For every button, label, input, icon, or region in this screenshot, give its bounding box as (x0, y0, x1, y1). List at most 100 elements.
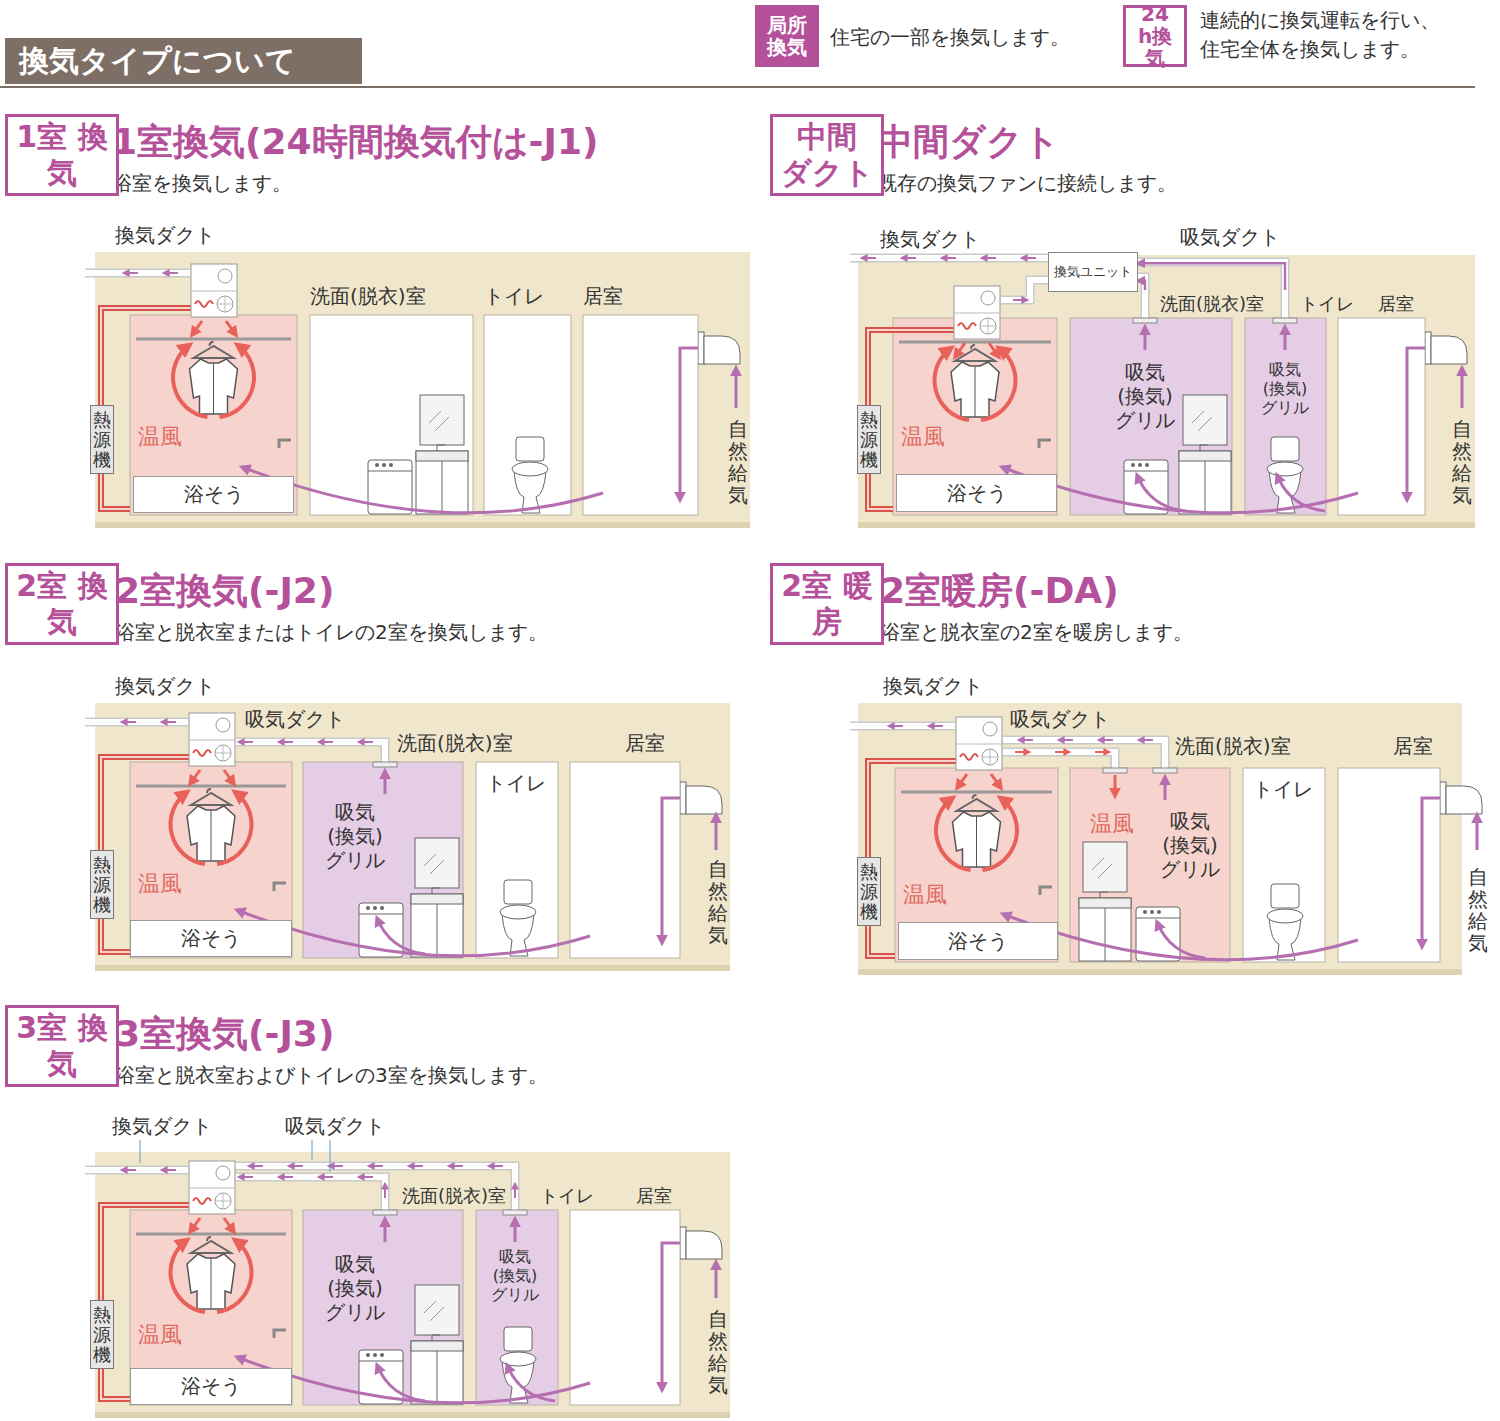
type-panel: 3室換気(-J3)浴室と脱衣室およびトイレの3室を換気します。3室 換気熱源機温… (0, 1000, 750, 1421)
room: 居室 (1338, 290, 1425, 515)
flow-line (981, 348, 1016, 420)
leader-line (312, 1140, 313, 1160)
room-name: トイレ (540, 1184, 594, 1208)
heat-source-box: 熱源機 (90, 850, 114, 919)
room-fill (310, 315, 473, 515)
flow-line (680, 348, 698, 500)
legend-badge-text: 24h換気 (1135, 3, 1175, 69)
flow-line (173, 345, 208, 417)
flow-line (957, 774, 967, 788)
hood-icon (1440, 782, 1482, 814)
room-fill (1070, 768, 1230, 962)
flow-line (662, 798, 680, 943)
room-name: トイレ (1253, 776, 1313, 803)
flow-line (489, 1165, 503, 1167)
flow-line (85, 270, 190, 276)
room-fill (130, 315, 297, 515)
flow-line (249, 1165, 263, 1167)
flow-line (514, 1219, 517, 1242)
bathtub: 浴そう (133, 476, 294, 513)
panel-heading: 2室換気(-J2) (115, 567, 334, 616)
flow-line (170, 792, 205, 864)
bathtub: 浴そう (896, 474, 1057, 512)
room: 居室 (570, 730, 680, 958)
duct-label: 換気ダクト (112, 1113, 212, 1140)
bathtub-label: 浴そう (181, 925, 241, 952)
title: 換気タイプについて (5, 38, 362, 84)
bathtub-label: 浴そう (948, 928, 1008, 955)
flow-line (1003, 740, 1165, 768)
unit-icon (189, 1161, 235, 1214)
intake-duct-connector (1138, 263, 1285, 290)
flow-line (715, 815, 718, 850)
flow-line (359, 741, 373, 743)
flow-line (1003, 740, 1165, 768)
flow-line (1003, 752, 1115, 768)
room: 洗面(脱衣)室吸気(換気)グリル (1070, 290, 1232, 515)
grille (1133, 318, 1157, 323)
flow-line (889, 725, 903, 727)
flow-line (136, 338, 291, 341)
flow-line (934, 348, 969, 420)
unit-icon (189, 713, 235, 766)
room-fill (1243, 768, 1325, 962)
flow-line (1055, 751, 1069, 753)
flow-line (991, 774, 1001, 788)
unit-icon (956, 717, 1002, 770)
flow-line (1059, 739, 1073, 741)
heat-source-box: 熱源機 (90, 1300, 114, 1369)
flow-line (868, 761, 959, 857)
flow-line (377, 918, 425, 954)
grille-label: 吸気(換気)グリル (1114, 360, 1176, 432)
panel-heading: 中間ダクト (877, 118, 1060, 167)
house (95, 1152, 730, 1418)
warm-air-label: 温風 (138, 869, 182, 899)
bathtub-label: 浴そう (181, 1373, 241, 1400)
duct-label: 換気ダクト (115, 673, 215, 700)
flow-line (190, 770, 200, 784)
duct-label: 吸気ダクト (1010, 706, 1110, 733)
toi-icon (1267, 884, 1303, 960)
flow-line (162, 721, 176, 723)
duct-label: 吸気ダクト (285, 1113, 385, 1140)
type-panel: 2室換気(-J2)浴室と脱衣室またはトイレの2室を換気します。2室 換気熱源機温… (0, 558, 750, 978)
flow-line (449, 1165, 463, 1167)
bathtub: 浴そう (130, 920, 292, 957)
flow-line (162, 1169, 176, 1171)
room-name: 居室 (1393, 733, 1433, 760)
room-name: 居室 (636, 1184, 672, 1208)
type-badge: 3室 換気 (5, 1005, 119, 1087)
shirt-icon (187, 789, 235, 861)
panel-description: 既存の換気ファンに接続します。 (877, 170, 1177, 197)
hood-icon (698, 332, 740, 364)
house (858, 255, 1475, 528)
flow-line (507, 1365, 555, 1401)
room-fill (303, 1210, 463, 1405)
floor (858, 969, 1462, 975)
room: 温風浴そう (130, 315, 297, 515)
room-fill (476, 1210, 558, 1405)
room-name: 洗面(脱衣)室 (1175, 733, 1291, 760)
flow-line (942, 257, 956, 259)
room: 洗面(脱衣)室吸気(換気)グリル (303, 730, 463, 958)
air-supply-label: 自然給気 (708, 858, 728, 946)
flow-line (1139, 739, 1153, 741)
flow-line (662, 1243, 680, 1390)
flow-line (329, 1165, 343, 1167)
vent-unit-label: 換気ユニット (1054, 263, 1132, 281)
flow-line (85, 719, 188, 725)
duct-label: 換気ダクト (115, 222, 215, 249)
bathtub-label: 浴そう (947, 480, 1007, 507)
room: トイレ (476, 762, 558, 958)
flow-line (850, 255, 1048, 261)
room: トイレ吸気(換気)グリル (476, 1182, 558, 1405)
room-name: 居室 (583, 283, 623, 310)
flow-line (124, 272, 138, 274)
room-name: トイレ (484, 283, 544, 310)
flow-line (279, 440, 291, 448)
flow-line (224, 1218, 234, 1232)
van-icon (416, 395, 468, 514)
room-fill (895, 768, 1058, 962)
flow-line (1461, 368, 1464, 408)
